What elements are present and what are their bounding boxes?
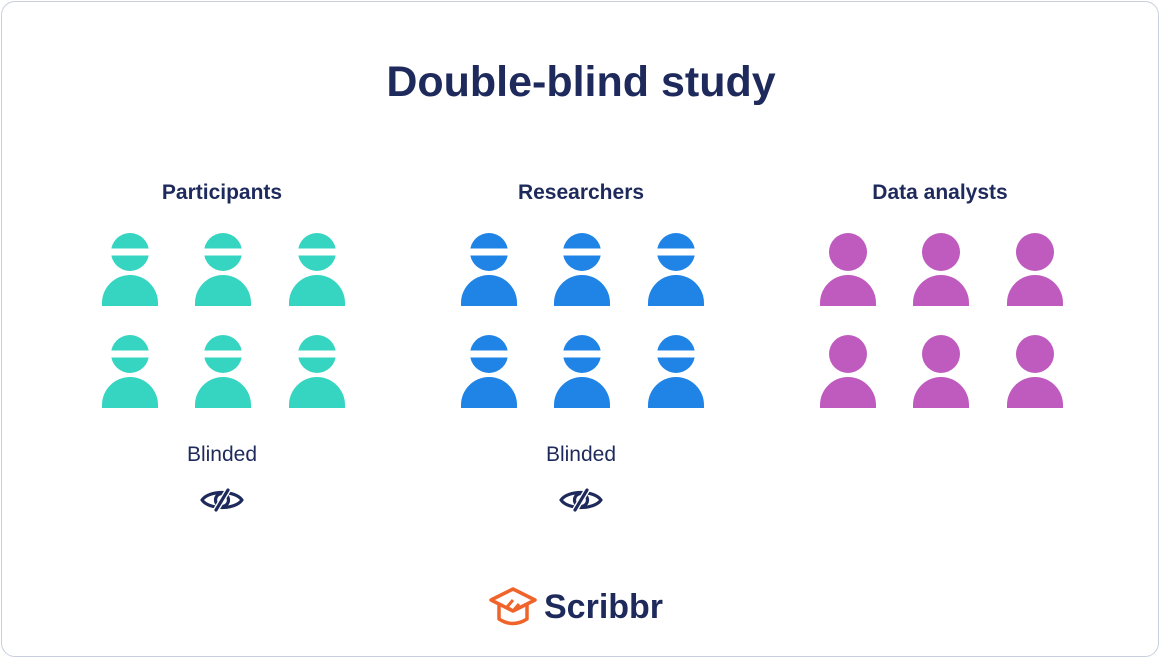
person-icon bbox=[820, 335, 876, 408]
diagram-title: Double-blind study bbox=[386, 58, 776, 106]
group-label: Participants bbox=[161, 181, 283, 204]
blindfolded-person-icon bbox=[195, 335, 251, 408]
blindfolded-person-icon bbox=[461, 335, 517, 408]
people-grid bbox=[431, 233, 731, 413]
person-icon bbox=[1007, 233, 1063, 306]
scribbr-logo: Scribbr bbox=[488, 584, 678, 634]
person-icon bbox=[913, 233, 969, 306]
eye-slash-icon bbox=[199, 485, 245, 515]
blindfolded-person-icon bbox=[461, 233, 517, 306]
blindfolded-person-icon bbox=[554, 335, 610, 408]
group-researchers: Researchers Blinded bbox=[431, 178, 731, 512]
group-participants: Participants Blinded bbox=[72, 178, 372, 512]
scribbr-wordmark: Scribbr bbox=[544, 588, 664, 626]
person-icon bbox=[913, 335, 969, 408]
blindfolded-person-icon bbox=[102, 335, 158, 408]
person-icon bbox=[1007, 335, 1063, 408]
blindfolded-person-icon bbox=[648, 233, 704, 306]
status-label: Blinded bbox=[186, 443, 258, 466]
blindfolded-person-icon bbox=[102, 233, 158, 306]
blindfolded-person-icon bbox=[195, 233, 251, 306]
eye-slash-icon bbox=[558, 485, 604, 515]
scribbr-logo-icon bbox=[488, 586, 538, 635]
people-grid bbox=[72, 233, 372, 413]
blindfolded-person-icon bbox=[554, 233, 610, 306]
group-label: Researchers bbox=[517, 181, 645, 204]
group-data-analysts: Data analysts bbox=[790, 178, 1090, 408]
status-label: Blinded bbox=[545, 443, 617, 466]
blindfolded-person-icon bbox=[648, 335, 704, 408]
person-icon bbox=[820, 233, 876, 306]
blindfolded-person-icon bbox=[289, 335, 345, 408]
people-grid bbox=[790, 233, 1090, 413]
blindfolded-person-icon bbox=[289, 233, 345, 306]
group-label: Data analysts bbox=[872, 181, 1008, 204]
